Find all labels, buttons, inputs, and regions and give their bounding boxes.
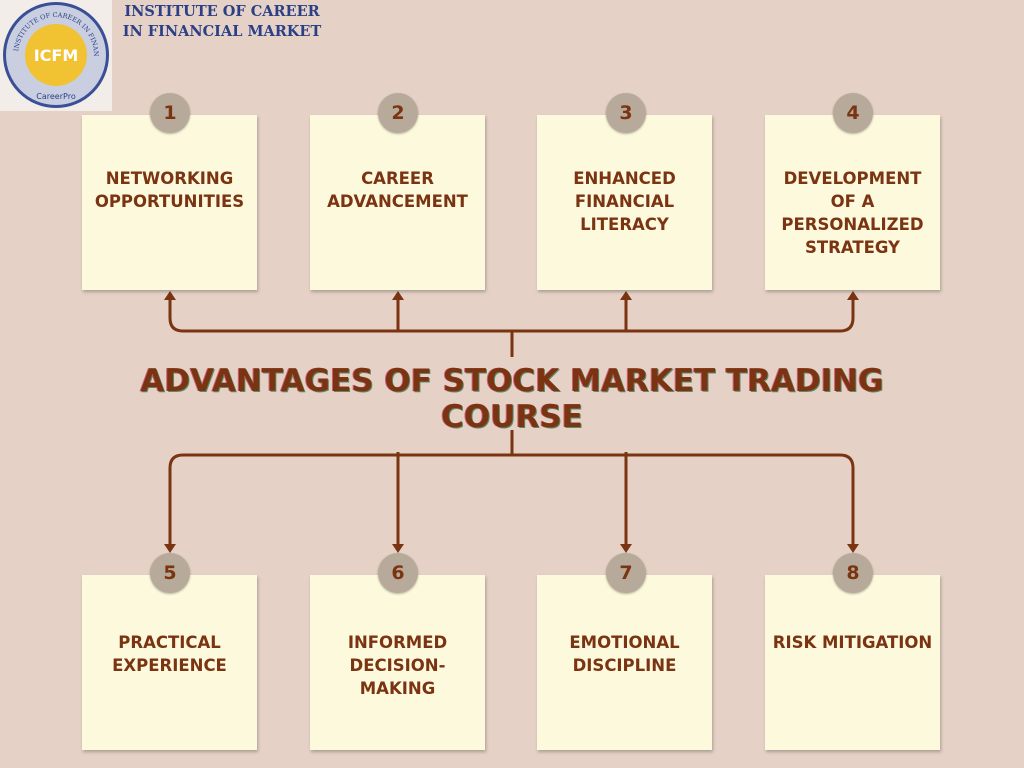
card-career: CAREER ADVANCEMENT: [310, 115, 485, 290]
top-bracket: [168, 298, 855, 333]
number-badge: 1: [150, 93, 190, 133]
card-label: PRACTICAL EXPERIENCE: [112, 633, 227, 675]
card-label: ENHANCED FINANCIAL LITERACY: [573, 169, 676, 234]
number-badge: 6: [378, 553, 418, 593]
card-label: RISK MITIGATION: [772, 633, 933, 652]
card-risk: RISK MITIGATION: [765, 575, 940, 750]
number-badge: 5: [150, 553, 190, 593]
bottom-bracket: [168, 430, 855, 546]
number-badge: 2: [378, 93, 418, 133]
number-badge: 3: [606, 93, 646, 133]
svg-text:CareerPro: CareerPro: [36, 92, 76, 101]
card-label: NETWORKING OPPORTUNITIES: [94, 169, 245, 211]
arrowheads: [164, 291, 859, 553]
page-title: ADVANTAGES OF STOCK MARKET TRADING COURS…: [140, 363, 884, 435]
number-badge: 8: [833, 553, 873, 593]
org-name: INSTITUTE OF CAREER IN FINANCIAL MARKET: [122, 3, 322, 40]
card-label: EMOTIONAL DISCIPLINE: [569, 633, 680, 675]
card-practical: PRACTICAL EXPERIENCE: [82, 575, 257, 750]
card-label: DEVELOPMENT OF A PERSONALIZED STRATEGY: [781, 169, 924, 257]
number-badge: 7: [606, 553, 646, 593]
card-label: INFORMED DECISION-MAKING: [347, 633, 448, 698]
icfm-logo: INSTITUTE OF CAREER IN FINANCIAL MARKET …: [0, 0, 112, 111]
number-badge: 4: [833, 93, 873, 133]
svg-text:ICFM: ICFM: [34, 46, 79, 65]
card-label: CAREER ADVANCEMENT: [327, 169, 468, 211]
card-networking: NETWORKING OPPORTUNITIES: [82, 115, 257, 290]
card-strategy: DEVELOPMENT OF A PERSONALIZED STRATEGY: [765, 115, 940, 290]
card-literacy: ENHANCED FINANCIAL LITERACY: [537, 115, 712, 290]
card-emotional: EMOTIONAL DISCIPLINE: [537, 575, 712, 750]
card-decision: INFORMED DECISION-MAKING: [310, 575, 485, 750]
